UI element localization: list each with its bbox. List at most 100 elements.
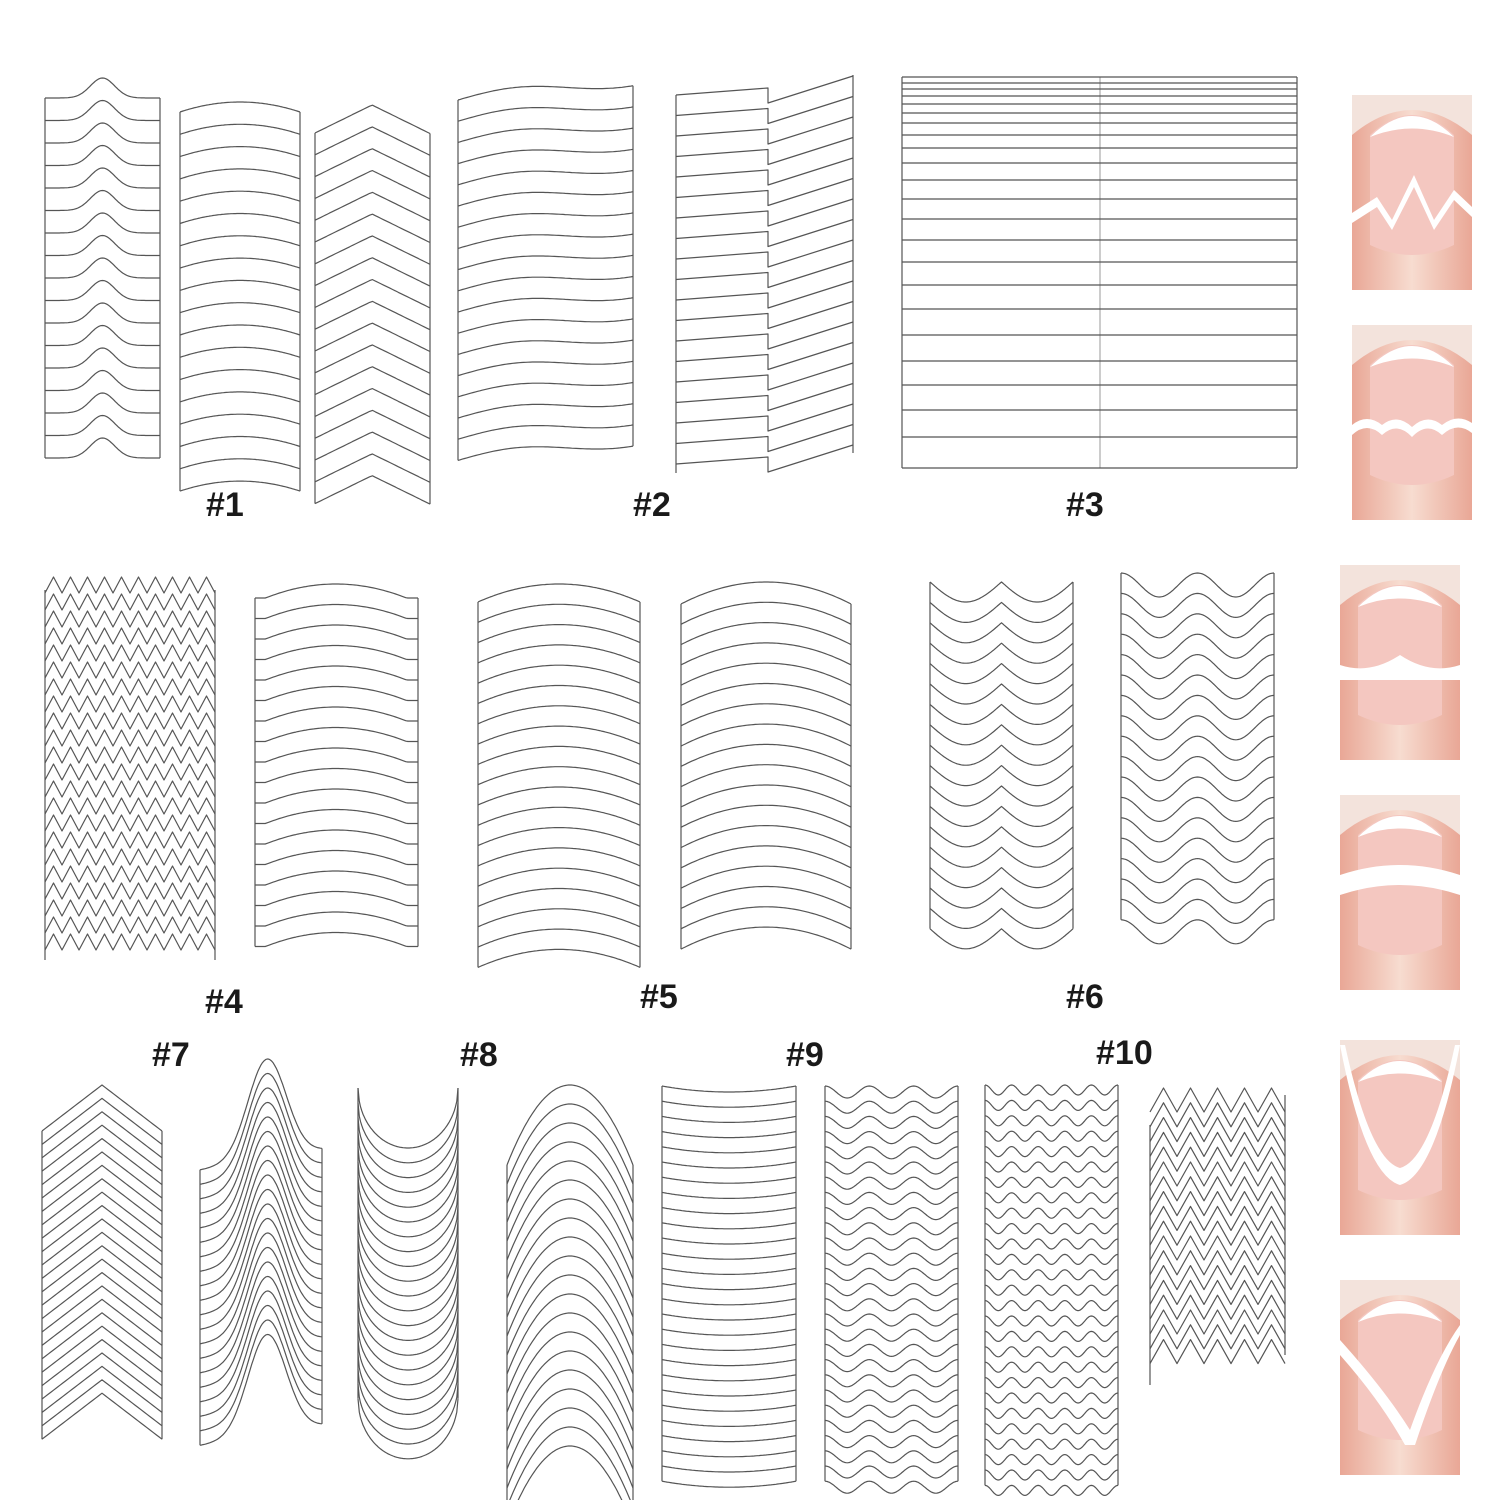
stencil-line xyxy=(1120,592,1275,618)
stencil-strip-zigzag xyxy=(1352,175,1472,230)
stencil-line xyxy=(44,746,216,764)
stencil-line xyxy=(199,1261,323,1374)
stencil-line xyxy=(44,695,216,713)
stencil-line xyxy=(179,190,301,202)
stencil-line xyxy=(457,318,634,334)
stencil-line xyxy=(477,644,641,664)
stencil-line xyxy=(357,1295,459,1356)
stencil-line xyxy=(199,1232,323,1345)
stencil-line xyxy=(457,212,634,228)
stencil-line xyxy=(199,1130,323,1243)
stencil-set-1 xyxy=(44,77,431,505)
stencil-line xyxy=(1149,1205,1286,1231)
stencil-line xyxy=(824,1435,959,1449)
stencil-line xyxy=(661,1343,797,1351)
stencil-line xyxy=(1120,878,1275,904)
stencil-line xyxy=(984,1315,1119,1327)
stencil-line xyxy=(179,413,301,425)
stencil-line xyxy=(824,1313,959,1327)
stencil-line xyxy=(477,745,641,765)
stencil-line xyxy=(314,191,431,222)
stencil-line xyxy=(929,765,1074,787)
stencil-line xyxy=(179,324,301,336)
stencil-line xyxy=(824,1328,959,1342)
stencil-line xyxy=(314,104,431,135)
label-set-5: #5 xyxy=(640,978,678,1016)
stencil-line xyxy=(45,414,160,437)
stencil-strip-curve-band xyxy=(1340,865,1460,895)
label-set-1: #1 xyxy=(206,486,244,524)
stencil-line xyxy=(1149,1250,1286,1276)
stencil-line xyxy=(506,1236,634,1318)
stencil-line xyxy=(357,1176,459,1238)
stencil-line xyxy=(680,784,852,808)
stencil-line xyxy=(680,885,852,910)
stencil-line xyxy=(675,341,854,371)
stencil-line xyxy=(680,845,852,869)
stencil-line xyxy=(675,259,854,289)
stencil-line xyxy=(984,1484,1119,1496)
stencil-line xyxy=(477,908,641,928)
stencil-line xyxy=(824,1450,959,1464)
stencil-line xyxy=(45,144,160,167)
stencil-line xyxy=(661,1237,797,1245)
stencil-line xyxy=(675,177,854,207)
stencil-line xyxy=(255,931,418,948)
stencil-line xyxy=(680,581,852,605)
stencil-line xyxy=(357,1206,459,1267)
stencil-line xyxy=(506,1103,634,1185)
nail-sample-scallop xyxy=(1352,325,1472,520)
stencil-line xyxy=(1149,1146,1286,1172)
stencil-line xyxy=(44,610,216,628)
stencil-line xyxy=(824,1131,959,1145)
stencil-line xyxy=(179,101,301,113)
stencil-line xyxy=(477,664,641,684)
stencil-line xyxy=(314,431,431,462)
stencil-strip-check xyxy=(1340,1325,1460,1445)
stencil-line xyxy=(509,1426,631,1500)
stencil-line xyxy=(357,1235,459,1297)
stencil-line xyxy=(1120,633,1275,659)
stencil-line xyxy=(45,302,160,324)
stencil-line xyxy=(1120,837,1275,863)
stencil-line xyxy=(824,1115,959,1129)
label-set-10: #10 xyxy=(1096,1034,1153,1072)
stencil-line xyxy=(357,1087,459,1149)
stencil-line xyxy=(661,1480,797,1488)
stencil-line xyxy=(517,1445,623,1500)
stencil-line xyxy=(45,324,160,347)
stencil-line xyxy=(44,644,216,662)
stencil-line xyxy=(675,382,854,412)
stencil-line xyxy=(661,1267,797,1275)
stencil-line xyxy=(255,808,418,825)
stencil-line xyxy=(824,1237,959,1251)
stencil-line xyxy=(661,1146,797,1154)
stencil-line xyxy=(357,1250,459,1312)
stencil-line xyxy=(984,1330,1119,1342)
stencil-set-2 xyxy=(457,75,854,473)
stencil-line xyxy=(984,1176,1119,1188)
stencil-set-9 xyxy=(661,1085,959,1494)
stencil-line xyxy=(199,1246,323,1359)
stencil-line xyxy=(41,1097,163,1145)
stencil-line xyxy=(314,257,431,287)
stencil-line xyxy=(179,480,301,492)
stencil-line xyxy=(675,239,854,268)
stencil-line xyxy=(44,916,216,934)
stencil-line xyxy=(929,724,1074,746)
stencil-line xyxy=(675,198,854,227)
stencil-line xyxy=(179,369,301,381)
stencil-set-7 xyxy=(41,1058,323,1446)
stencil-line xyxy=(824,1480,959,1494)
stencil-set-3 xyxy=(901,76,1298,469)
stencil-line xyxy=(824,1404,959,1418)
stencil-line xyxy=(199,1058,323,1171)
stencil-line xyxy=(255,767,418,784)
stencil-line xyxy=(314,453,431,483)
stencil-line xyxy=(199,1087,323,1200)
label-set-9: #9 xyxy=(786,1036,824,1074)
stencil-line xyxy=(661,1298,797,1306)
stencil-line xyxy=(824,1465,959,1479)
stencil-line xyxy=(199,1217,323,1330)
stencil-line xyxy=(675,321,854,350)
